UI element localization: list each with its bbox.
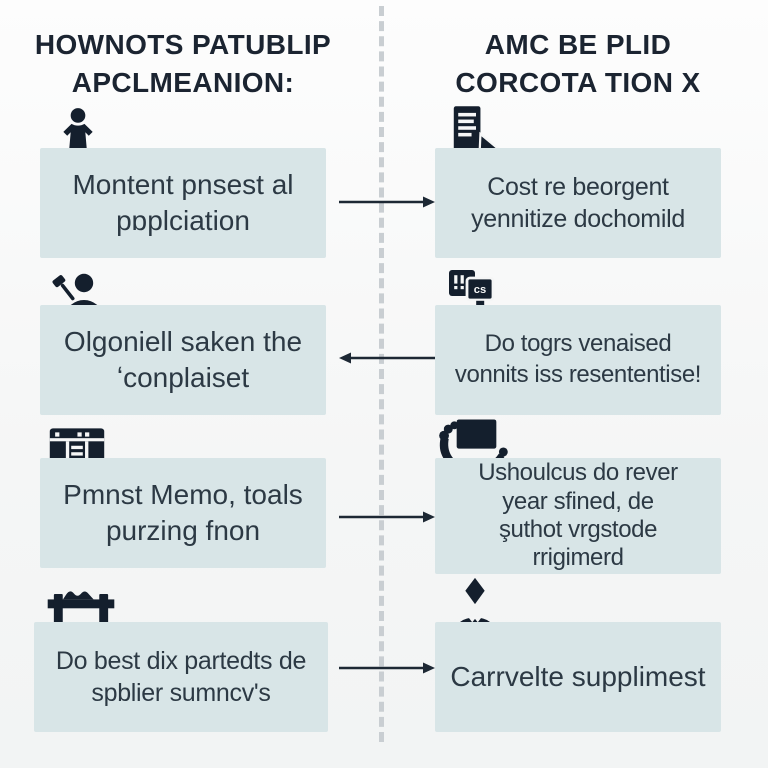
- flow-box: Do togrs venaised vonnits iss resententi…: [435, 305, 721, 415]
- flow-box: Do best dix partedts de spblier sumncv's: [34, 622, 328, 732]
- arrow-right-icon: [338, 195, 436, 209]
- left-column-header: HOWNOTS PATUBLIP APCLMEANION:: [34, 29, 332, 98]
- right-column-header: AMC BE PLID CORCOTA TION X: [455, 29, 701, 98]
- flow-box: Pmnst Memo, toals purzing fnon: [40, 458, 326, 568]
- arrow-right-icon: [338, 510, 436, 524]
- svg-text:cs: cs: [474, 284, 486, 296]
- flow-box: Ushoulcus do rever year sfined, de şutho…: [435, 458, 721, 574]
- flow-box: Cost re beorgent yennitize dochomild: [435, 148, 721, 258]
- arrow-right-icon: [338, 661, 436, 675]
- code-chat-icon: cs: [447, 268, 509, 318]
- flow-box: Carrvelte supplimest: [435, 622, 721, 732]
- arrow-left-icon: [338, 351, 436, 365]
- flow-box: Olgoniell saken the ʻconplaiset: [40, 305, 326, 415]
- flow-box: Montent pnsest al pɒplciation: [40, 148, 326, 258]
- dashed-divider: [379, 6, 384, 742]
